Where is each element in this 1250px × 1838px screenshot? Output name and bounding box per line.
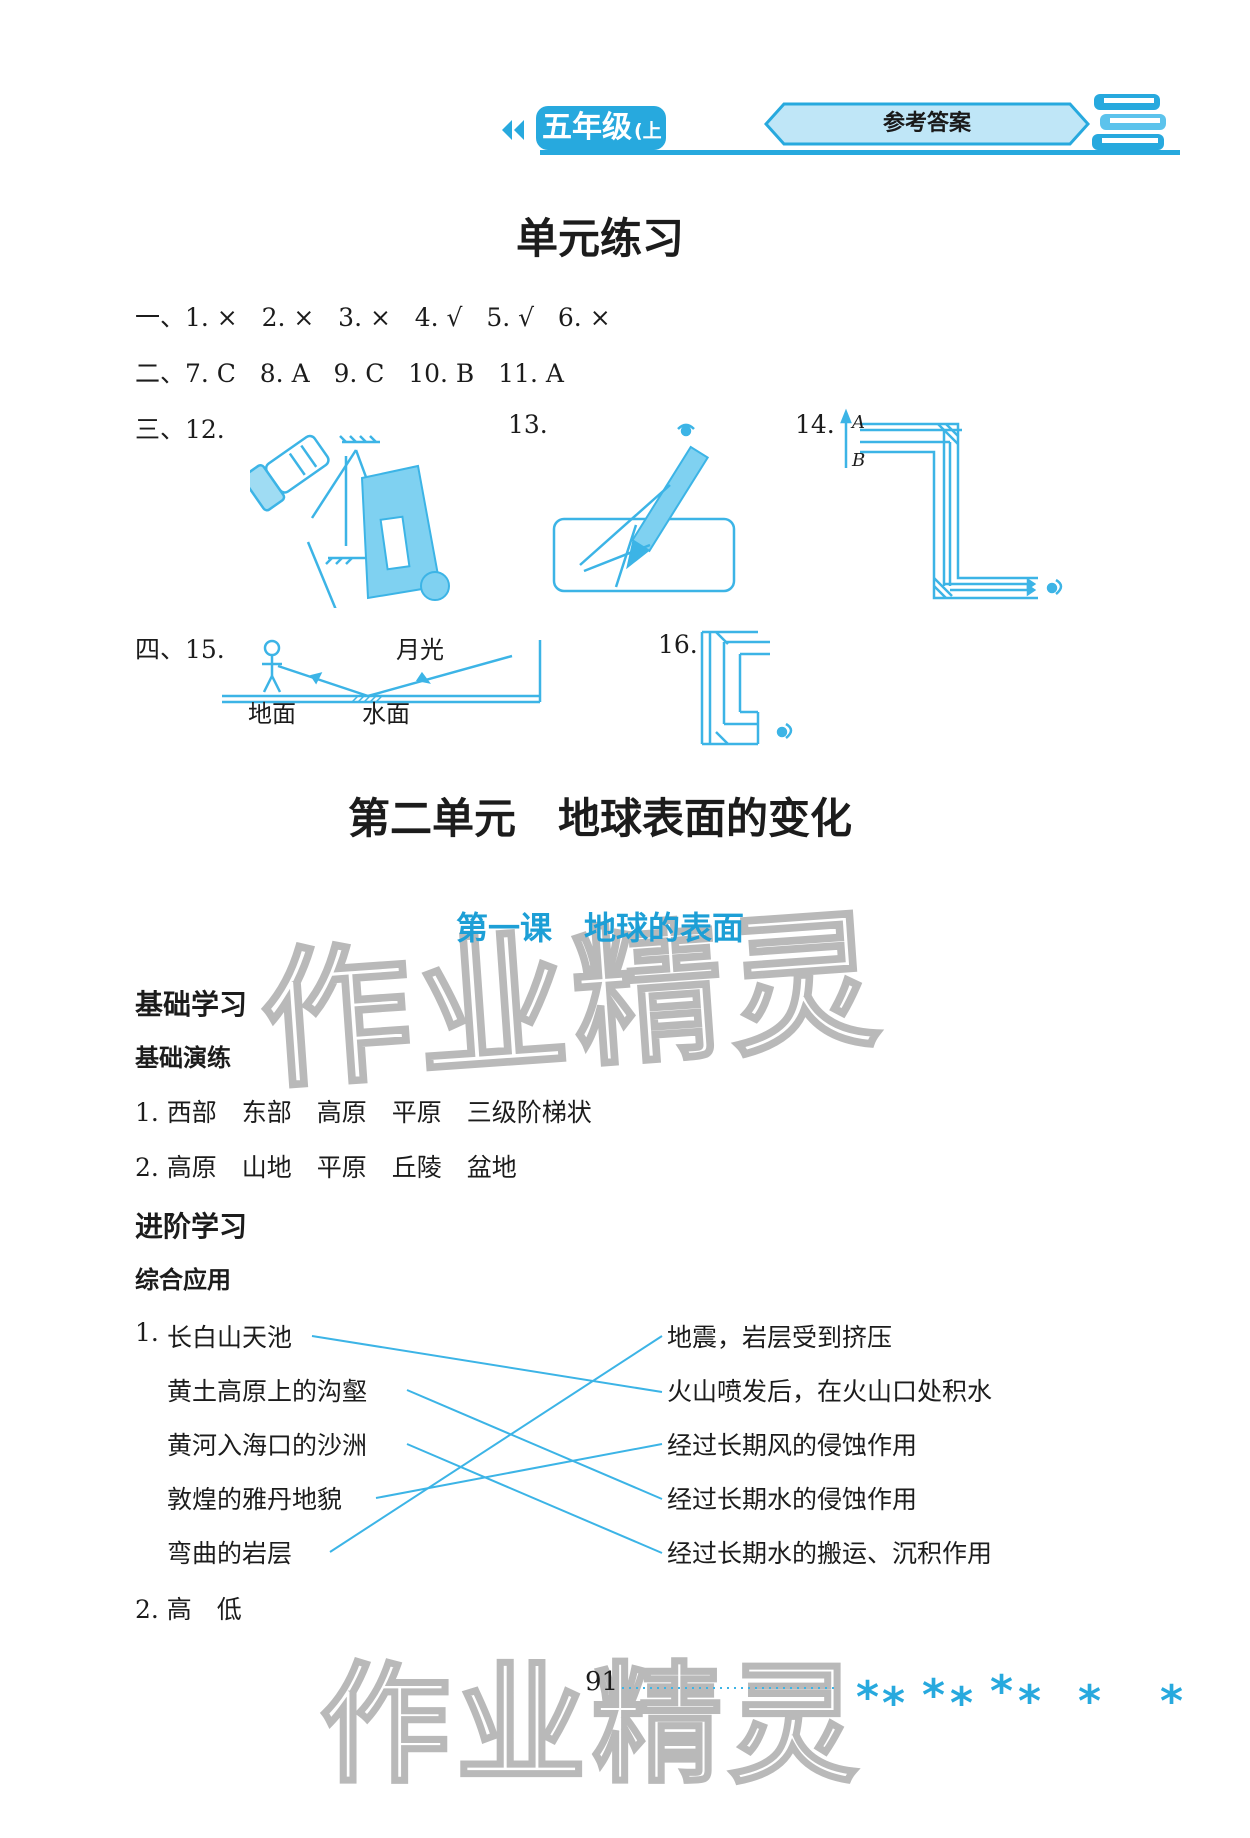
match-line [406, 1443, 663, 1554]
basic-line-2: 2. 高原 山地 平原 丘陵 盆地 [135, 1153, 517, 1182]
books-icon [1092, 94, 1166, 150]
advanced-heading: 进阶学习 [135, 1210, 248, 1243]
diagram-q14 [840, 408, 1063, 600]
lesson-title: 第一课 地球的表面 [455, 909, 744, 947]
diagram-q12 [250, 434, 450, 608]
star-icon: * [856, 1672, 879, 1720]
match-left-item: 敦煌的雅丹地貌 [167, 1485, 343, 1514]
match-right-item: 地震，岩层受到挤压 [667, 1323, 893, 1352]
q14-label-a: A [852, 412, 865, 433]
semester-text: (上册) [542, 120, 662, 189]
match-line [375, 1443, 663, 1499]
star-icon: * [1160, 1676, 1183, 1720]
basic-sub: 基础演练 [135, 1044, 231, 1072]
star-icon: * [1078, 1676, 1101, 1720]
ground-label: 地面 [248, 700, 296, 728]
basic-line-1: 1. 西部 东部 高原 平原 三级阶梯状 [135, 1098, 592, 1127]
match-line [329, 1335, 663, 1553]
star-icon: * [990, 1666, 1013, 1717]
water-label: 水面 [362, 700, 410, 728]
match-right-item: 经过长期水的侵蚀作用 [667, 1485, 918, 1514]
grade-badge: 五年级(上册) [536, 106, 666, 189]
diagram-q16 [700, 630, 793, 746]
q12-label: 三、12. [135, 415, 225, 444]
star-icon: * [1018, 1676, 1041, 1720]
star-icon: * [922, 1670, 945, 1720]
rewind-icon [502, 120, 524, 140]
watermark: 作业精灵 [318, 1648, 865, 1803]
header-rule [540, 150, 1180, 155]
section-pill [764, 102, 1090, 146]
match-right-item: 经过长期风的侵蚀作用 [667, 1431, 918, 1460]
match-line [406, 1389, 663, 1500]
moonlight-label: 月光 [396, 636, 444, 664]
answer-line-2: 二、7. C 8. A 9. C 10. B 11. A [135, 359, 564, 388]
q16-label: 16. [658, 630, 698, 659]
footer-decoration: * * * * * * * * [622, 1666, 1183, 1720]
q13-label: 13. [508, 410, 548, 439]
advanced-sub: 综合应用 [135, 1266, 231, 1294]
match-left-item: 黄土高原上的沟壑 [167, 1377, 368, 1406]
q1-number: 1. [135, 1318, 159, 1347]
section-label: 参考答案 [882, 111, 971, 136]
match-right-item: 火山喷发后，在火山口处积水 [667, 1377, 993, 1406]
match-left-item: 长白山天池 [167, 1323, 293, 1352]
q2-answer: 2. 高 低 [135, 1595, 242, 1624]
match-left-item: 黄河入海口的沙洲 [167, 1431, 368, 1460]
basic-heading: 基础学习 [135, 988, 248, 1021]
star-icon: * [882, 1678, 905, 1720]
match-left-item: 弯曲的岩层 [167, 1539, 293, 1568]
diagram-q15 [222, 639, 542, 704]
q15-label: 四、15. [135, 635, 225, 664]
match-right-item: 经过长期水的搬运、沉积作用 [667, 1539, 993, 1568]
grade-text: 五年级 [542, 110, 632, 145]
unit2-title: 第二单元 地球表面的变化 [347, 794, 852, 843]
q14-label: 14. [795, 410, 835, 439]
match-line [311, 1335, 663, 1393]
unit-practice-title: 单元练习 [515, 214, 684, 263]
diagram-q13 [552, 423, 736, 593]
page-number: 91 [585, 1667, 619, 1697]
star-icon: * [950, 1678, 973, 1720]
answer-line-1: 一、1. × 2. × 3. × 4. √ 5. √ 6. × [135, 303, 611, 332]
q14-label-b: B [852, 450, 866, 471]
